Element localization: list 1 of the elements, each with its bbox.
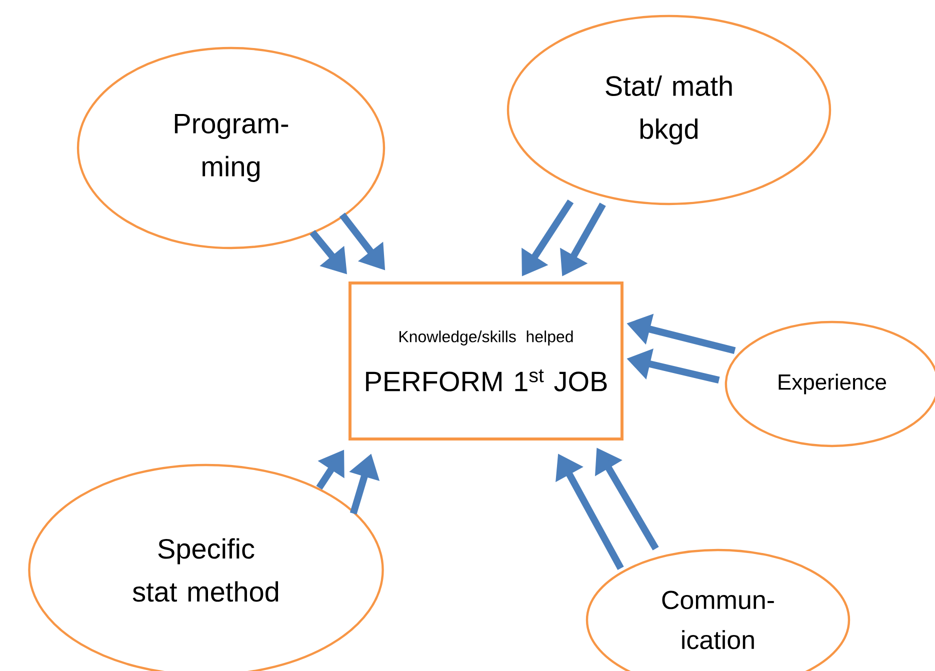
process-box: Knowledge/skills helped PERFORM 1$^{st}$ JOB <box>348 281 624 440</box>
